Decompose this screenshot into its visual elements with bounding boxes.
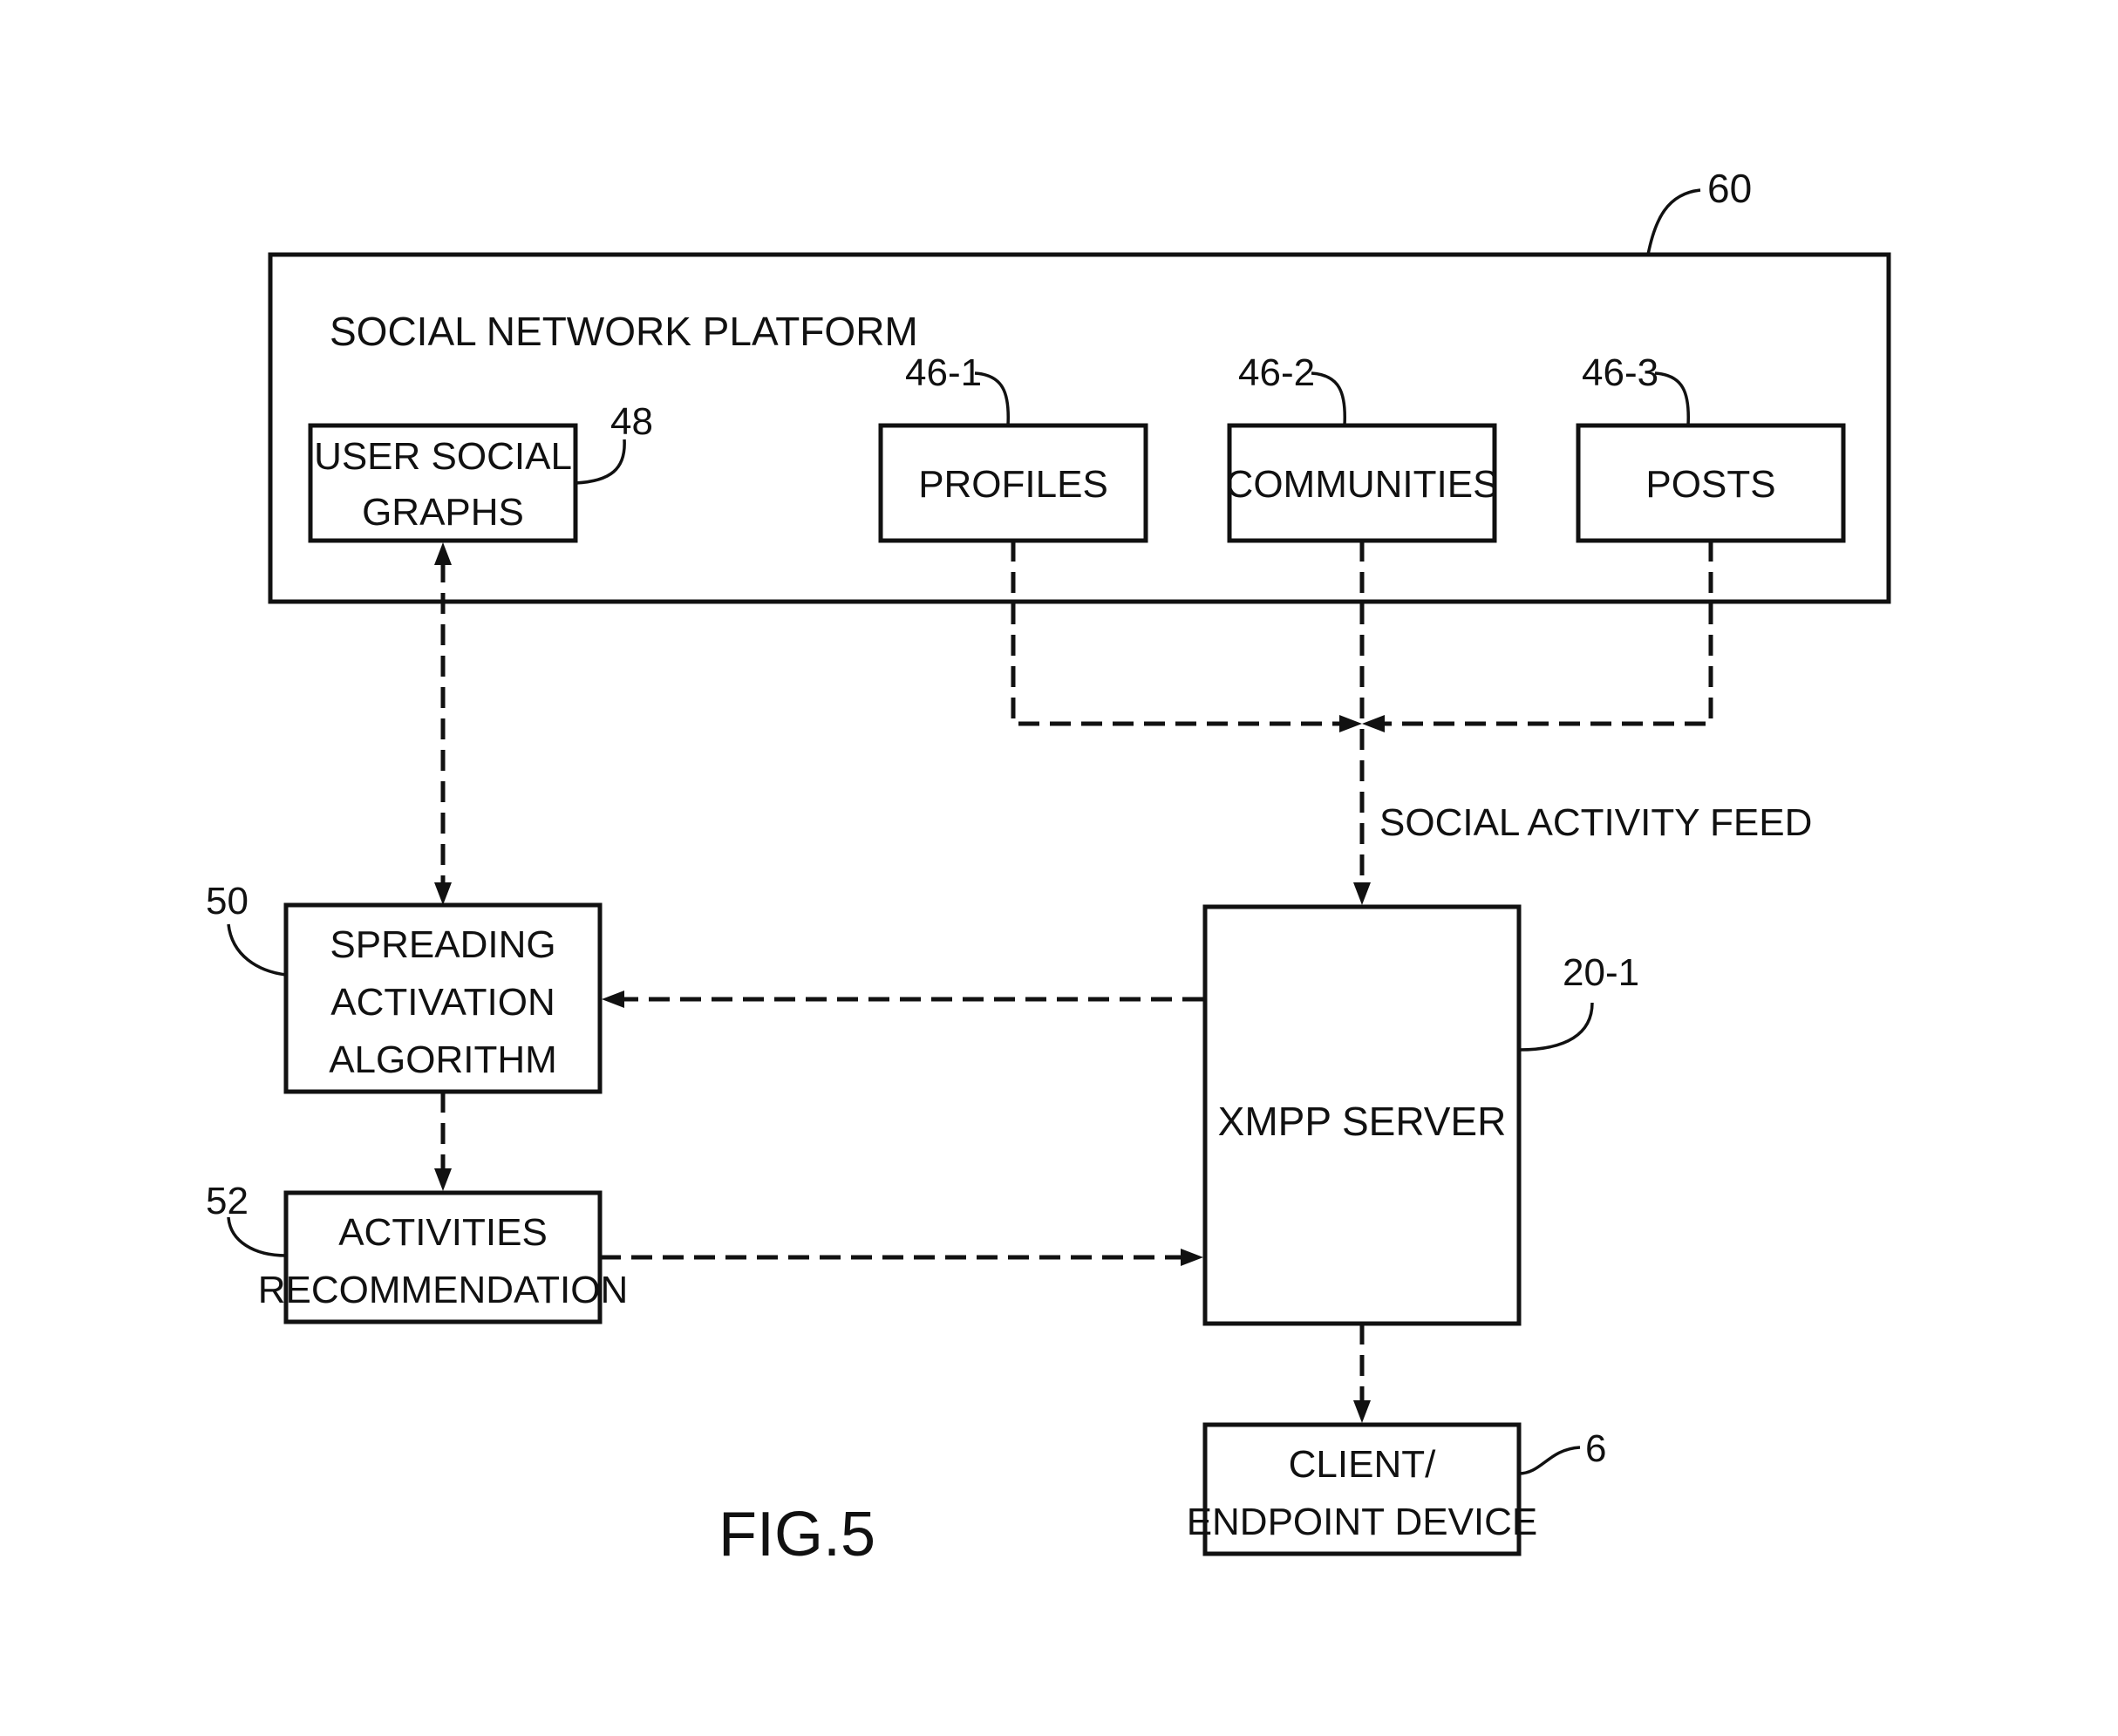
server-to-client-arrowhead [1353, 1400, 1371, 1423]
platform-title: SOCIAL NETWORK PLATFORM [330, 309, 918, 354]
ref-6: 6 [1585, 1427, 1606, 1470]
user-social-graphs-label-line-1: USER SOCIAL [314, 435, 572, 478]
spreading-activation-label-line-2: ACTIVATION [330, 981, 555, 1024]
profiles-label: PROFILES [918, 463, 1108, 506]
recommendation-to-server-arrowhead [1181, 1249, 1203, 1266]
ref-52-leader [228, 1217, 286, 1256]
social-activity-feed-label: SOCIAL ACTIVITY FEED [1379, 801, 1812, 844]
figure-label: FIG.5 [718, 1500, 875, 1569]
spreading-activation-label-line-1: SPREADING [330, 923, 555, 966]
ref-48-leader [575, 439, 624, 483]
communities-label: COMMUNITIES [1226, 463, 1499, 506]
profiles-feed-line [1013, 541, 1350, 724]
ref-48: 48 [610, 400, 653, 443]
ref-50: 50 [206, 880, 249, 922]
client-endpoint-label-line-2: ENDPOINT DEVICE [1187, 1501, 1538, 1543]
spreading-activation-label-line-3: ALGORITHM [329, 1038, 557, 1081]
client-endpoint-label-line-1: CLIENT/ [1289, 1443, 1436, 1486]
ref-20-1-leader [1519, 1003, 1592, 1050]
posts-label: POSTS [1645, 463, 1775, 506]
ref-6-leader [1519, 1447, 1580, 1474]
graphs-up-arrowhead [434, 542, 452, 565]
social-activity-feed-arrowhead [1353, 882, 1371, 905]
ref-46-2: 46-2 [1238, 351, 1315, 394]
ref-60-leader [1648, 190, 1700, 255]
posts-feed-line [1374, 541, 1711, 724]
ref-46-2-leader [1311, 373, 1345, 425]
ref-60: 60 [1707, 166, 1752, 211]
ref-46-1: 46-1 [905, 351, 982, 394]
ref-46-3-leader [1655, 373, 1688, 425]
xmpp-server-label: XMPP SERVER [1218, 1099, 1507, 1144]
ref-20-1: 20-1 [1563, 951, 1639, 994]
user-social-graphs-label-line-2: GRAPHS [362, 491, 524, 534]
ref-46-3: 46-3 [1582, 351, 1658, 394]
activities-recommendation-label-line-1: ACTIVITIES [338, 1211, 548, 1254]
profiles-feed-arrowhead [1339, 715, 1362, 732]
activation-down-arrowhead [434, 882, 452, 905]
posts-feed-arrowhead [1362, 715, 1385, 732]
activation-to-recommendation-arrowhead [434, 1168, 452, 1191]
server-to-activation-arrowhead [602, 991, 624, 1008]
ref-52: 52 [206, 1180, 249, 1222]
ref-50-leader [228, 924, 286, 975]
activities-recommendation-label-line-2: RECOMMENDATION [258, 1269, 629, 1311]
